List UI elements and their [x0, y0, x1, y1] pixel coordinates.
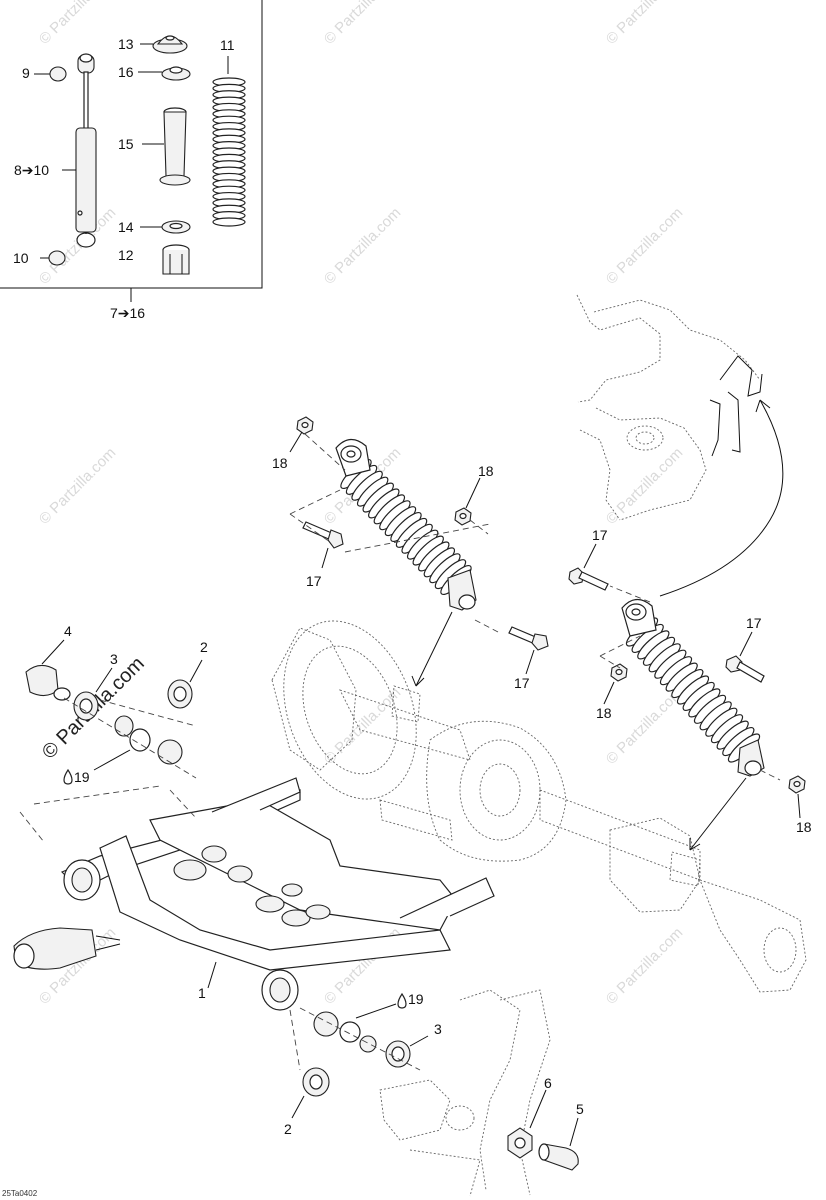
seal-19-right — [313, 1011, 377, 1053]
swing-arm: 1 — [13, 777, 495, 1011]
callout-10: 10 — [13, 250, 29, 266]
watermark: © Partzilla.com — [36, 444, 119, 527]
callout-19-left: 19 — [74, 769, 90, 785]
callout-16: 16 — [118, 64, 134, 80]
watermark: © Partzilla.com — [321, 204, 404, 287]
callout-2-right: 2 — [284, 1121, 292, 1137]
callout-11: 11 — [220, 37, 235, 53]
callout-19-right: 19 — [408, 991, 424, 1007]
nut-6 — [507, 1127, 533, 1159]
callout-2-left: 2 — [200, 639, 208, 655]
watermark: © Partzilla.com — [603, 204, 686, 287]
frame-mount-detail — [576, 294, 784, 597]
nut-18d — [788, 775, 806, 794]
callout-3-right: 3 — [434, 1021, 442, 1037]
callout-18-c: 18 — [596, 705, 612, 721]
callout-17-a: 17 — [306, 573, 322, 589]
right-pivot-hardware: 19 3 2 — [284, 991, 442, 1137]
shock-absorber-right — [621, 598, 765, 777]
shock-absorber-left — [335, 438, 477, 611]
callout-1: 1 — [198, 985, 206, 1001]
retainer-12 — [162, 244, 190, 275]
callout-18-a: 18 — [272, 455, 288, 471]
grease-icon — [63, 768, 73, 785]
callout-17-b: 17 — [514, 675, 530, 691]
bolt-17d — [725, 655, 765, 683]
callout-15: 15 — [118, 136, 134, 152]
cap-5 — [538, 1143, 579, 1171]
spring-seat-16 — [161, 66, 191, 81]
callout-8-10: 8➔10 — [14, 162, 49, 178]
bushing-9 — [49, 66, 67, 82]
watermark: © Partzilla.com — [603, 0, 686, 48]
callout-14: 14 — [118, 219, 134, 235]
left-pivot-hardware: 4 3 2 19 — [25, 623, 208, 785]
watermark: © Partzilla.com — [36, 0, 119, 48]
seal-19-left — [114, 715, 183, 765]
bellows-15 — [159, 107, 191, 186]
grease-icon — [397, 992, 407, 1009]
watermark: © Partzilla.com — [321, 0, 404, 48]
callout-5: 5 — [576, 1101, 584, 1117]
callout-17-d: 17 — [746, 615, 762, 631]
bolt-17b — [508, 626, 549, 651]
callout-17-c: 17 — [592, 527, 608, 543]
spring-cup-13 — [152, 35, 188, 54]
coil-spring-11 — [212, 77, 246, 227]
shock-right-hardware — [568, 567, 806, 794]
shock-left-hardware — [289, 416, 549, 651]
bushing-3-right — [385, 1040, 411, 1068]
shock-kit-inset: 13 16 15 14 12 11 9 8➔10 10 7➔16 — [0, 0, 263, 321]
watermark: © Partzilla.com — [603, 924, 686, 1007]
callout-12: 12 — [118, 247, 134, 263]
cap-4 — [25, 664, 71, 701]
callout-18-d: 18 — [796, 819, 812, 835]
damper-part — [75, 53, 97, 248]
callout-9: 9 — [22, 65, 30, 81]
bolt-17a — [302, 521, 344, 549]
watermark: © Partzilla.com — [603, 444, 686, 527]
bearing-2-right — [302, 1067, 330, 1097]
washer-14 — [161, 220, 191, 234]
lower-frame-detail — [379, 989, 551, 1197]
callout-3-left: 3 — [110, 651, 118, 667]
kit-range-label: 7➔16 — [110, 305, 145, 321]
bearing-2-left — [167, 679, 193, 709]
callout-4: 4 — [64, 623, 72, 639]
bushing-10 — [48, 250, 66, 266]
nut-18b — [454, 507, 472, 526]
rear-axle-assembly — [271, 611, 807, 993]
figure-code: 25Ta0402 — [2, 1189, 38, 1198]
callout-13: 13 — [118, 36, 134, 52]
nut-18c — [610, 663, 628, 682]
nut-18a — [296, 416, 314, 435]
callout-6: 6 — [544, 1075, 552, 1091]
callout-18-b: 18 — [478, 463, 494, 479]
bolt-17c — [568, 567, 609, 591]
spring-coil — [212, 217, 246, 227]
